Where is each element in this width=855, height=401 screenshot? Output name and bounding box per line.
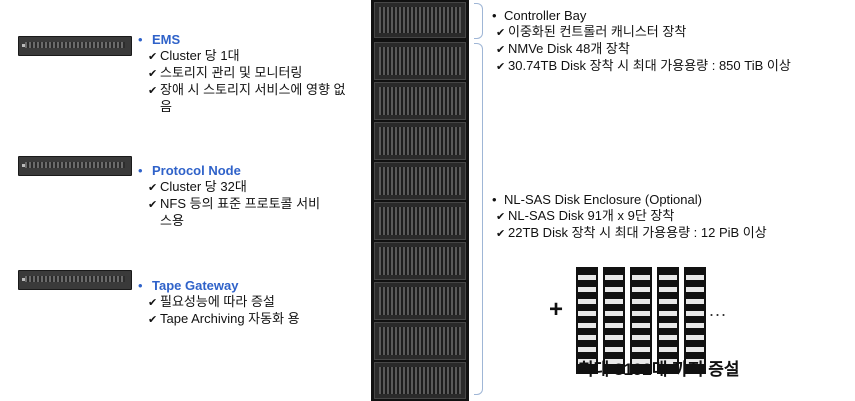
controller-bay-item: 이중화된 컨트롤러 캐니스터 장착 [496,24,842,41]
tape-gateway-server-icon [18,270,132,290]
enclosure-title: NL-SAS Disk Enclosure (Optional) [504,192,702,207]
enclosure-items: NL-SAS Disk 91개 x 9단 장착 22TB Disk 장착 시 최… [496,208,842,242]
bullet: • [138,32,152,48]
controller-bay-unit [374,2,466,38]
enclosure-unit [374,242,466,280]
enclosure-unit [374,282,466,320]
protocol-node-spec: •Protocol Node Cluster 당 32대 NFS 등의 표준 프… [138,163,328,229]
ems-title: EMS [152,32,180,47]
enclosure-item: NL-SAS Disk 91개 x 9단 장착 [496,208,842,225]
tape-gateway-items: 필요성능에 따라 증설 Tape Archiving 자동화 용 [148,294,348,328]
controller-bay-item: NMVe Disk 48개 장착 [496,41,842,58]
ems-server-icon [18,36,132,56]
ems-items: Cluster 당 1대 스토리지 관리 및 모니터링 장애 시 스토리지 서비… [148,48,348,115]
storage-rack [371,0,469,401]
bullet: • [138,163,152,179]
protocol-node-server-icon [18,156,132,176]
ems-item: 스토리지 관리 및 모니터링 [148,65,348,82]
ems-item: Cluster 당 1대 [148,48,348,65]
enclosure-spec: •NL-SAS Disk Enclosure (Optional) NL-SAS… [492,192,842,242]
controller-bay-spec: •Controller Bay 이중화된 컨트롤러 캐니스터 장착 NMVe D… [492,8,842,75]
bullet: • [138,278,152,294]
protocol-node-item: Cluster 당 32대 [148,179,328,196]
enclosure-unit [374,162,466,200]
protocol-node-item: NFS 등의 표준 프로토콜 서비스용 [148,196,328,229]
tape-gateway-item: 필요성능에 따라 증설 [148,294,348,311]
ems-item: 장애 시 스토리지 서비스에 영향 없음 [148,82,348,115]
tape-gateway-item: Tape Archiving 자동화 용 [148,311,348,328]
enclosure-unit [374,122,466,160]
controller-bay-items: 이중화된 컨트롤러 캐니스터 장착 NMVe Disk 48개 장착 30.74… [496,24,842,75]
controller-bay-title: Controller Bay [504,8,586,23]
enclosure-brace [474,43,483,395]
tape-gateway-spec: •Tape Gateway 필요성능에 따라 증설 Tape Archiving… [138,278,348,328]
controller-bay-brace [474,3,483,39]
enclosure-unit [374,322,466,360]
enclosure-unit [374,82,466,120]
protocol-node-title: Protocol Node [152,163,241,178]
plus-sign: + [549,296,563,324]
bullet: • [492,8,504,24]
enclosure-unit [374,362,466,399]
protocol-node-items: Cluster 당 32대 NFS 등의 표준 프로토콜 서비스용 [148,179,328,229]
enclosure-unit [374,202,466,240]
tape-gateway-title: Tape Gateway [152,278,238,293]
ems-spec: •EMS Cluster 당 1대 스토리지 관리 및 모니터링 장애 시 스토… [138,32,348,115]
ellipsis: ... [709,300,727,321]
bullet: • [492,192,504,208]
controller-bay-item: 30.74TB Disk 장착 시 최대 가용용량 : 850 TiB 이상 [496,58,842,75]
expansion-caption: 최대 8192대 까지 증설 [578,355,739,380]
enclosure-item: 22TB Disk 장착 시 최대 가용용량 : 12 PiB 이상 [496,225,842,242]
enclosure-unit [374,42,466,80]
